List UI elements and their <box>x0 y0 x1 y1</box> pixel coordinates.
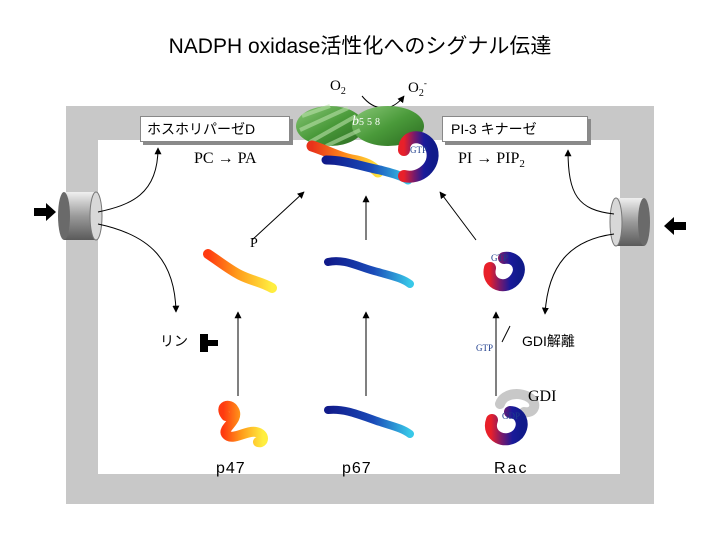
resting-p67 <box>324 405 414 438</box>
active-p67-at-membrane <box>321 155 413 185</box>
rac-gtp <box>483 251 525 292</box>
pi3-kinase-box: PI-3 キナーゼ <box>442 116 588 142</box>
superoxide-label: O2- <box>408 78 427 99</box>
arrow-p47-to-membrane <box>251 191 305 241</box>
right-stimulus-arrow <box>664 217 686 235</box>
pi-pip2-reaction: PI → PIP2 <box>458 150 525 171</box>
middle-p67 <box>324 257 414 288</box>
phospho-p47 <box>203 249 277 293</box>
gdi-protein <box>495 389 540 418</box>
o2-label: O2 <box>330 78 346 97</box>
rac-gdp <box>485 406 528 446</box>
free-gtp-label: GTP <box>476 343 494 353</box>
p47-label: p47 <box>216 460 246 477</box>
left-stimulus-arrow <box>34 203 56 221</box>
resting-p47 <box>218 400 268 448</box>
kinase-symbol <box>200 334 218 352</box>
gdi-label: GDI <box>528 388 557 405</box>
b558-label: b558 <box>352 114 383 129</box>
p67-label: p67 <box>342 460 372 477</box>
rac-gtp-label: GTP <box>491 253 509 263</box>
gtp-exchange-mark <box>501 325 511 343</box>
phospholipase-d-box: ホスホリパーゼD <box>140 116 290 142</box>
left-receptor <box>58 191 103 241</box>
active-rac-at-membrane <box>398 131 439 183</box>
rac-gdp-label: GDP <box>502 411 521 421</box>
right-receptor <box>609 197 650 247</box>
arrow-right-to-pi3k <box>564 149 615 215</box>
pc-pa-reaction: PC → PA <box>194 150 257 167</box>
gdi-dissociation-label: GDI解離 <box>522 333 575 349</box>
arrow-left-to-rin <box>97 223 180 313</box>
membrane-gtp-label: GTP <box>410 145 428 155</box>
arrow-left-to-pld <box>97 147 162 213</box>
phosphate-label: P <box>250 236 258 251</box>
page-title: NADPH oxidase活性化へのシグナル伝達 <box>168 35 552 58</box>
rac-label: Rac <box>494 460 529 477</box>
phosphorylation-label: リン <box>160 333 188 349</box>
arrow-rac-to-membrane <box>439 191 477 241</box>
arrow-right-to-gdi <box>541 233 615 315</box>
